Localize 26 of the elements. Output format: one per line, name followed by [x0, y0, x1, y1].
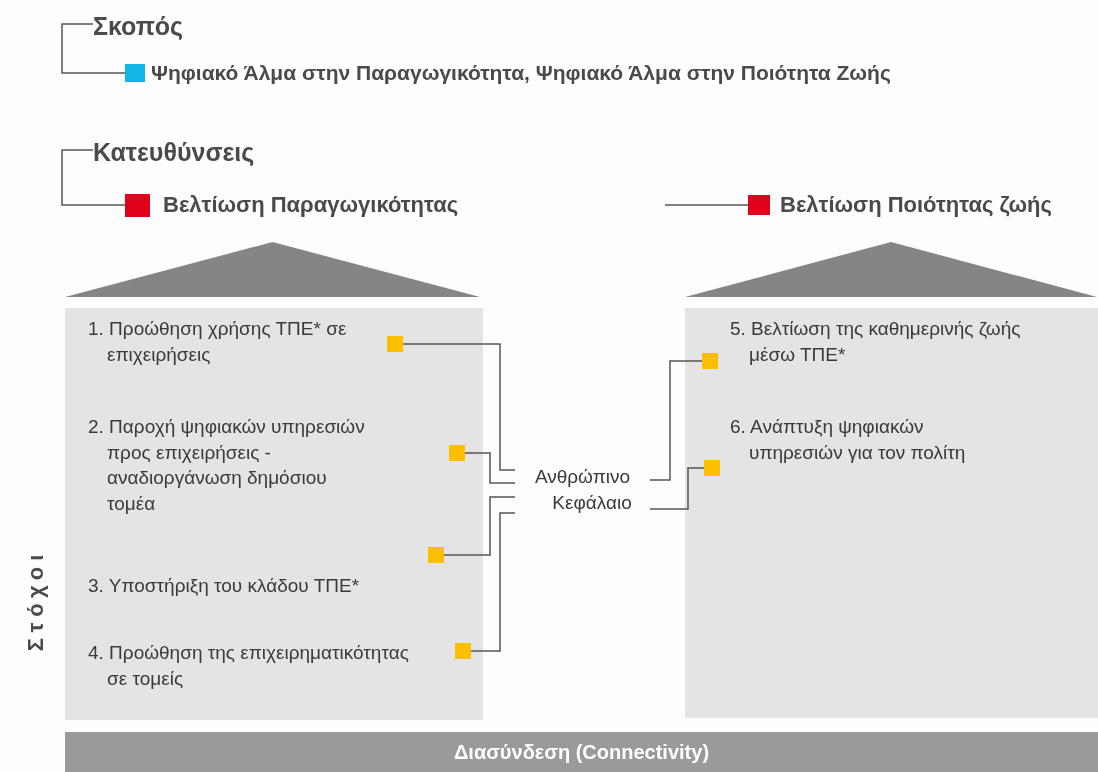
- bracket-line: [61, 23, 126, 74]
- goals-panel: [65, 308, 483, 720]
- objective-text: 4. Προώθηση της επιχειρηματικότητας σε τομείς: [88, 641, 410, 691]
- objective-text: 2. Παροχή ψηφιακών υπηρεσιών προς επιχειρήσεις - αναδιοργάνωση δημόσιου τομέα: [88, 415, 366, 516]
- foundation-bar: [65, 732, 1098, 772]
- axis-label: Στόχοι: [23, 548, 49, 652]
- goal-text: Ψηφιακό Άλμα στην Παραγωγικότητα, Ψηφιακό Άλμα στην Ποιότητα Ζωής: [151, 61, 891, 85]
- connector-line: [649, 353, 719, 481]
- connector-line: [454, 512, 516, 659]
- bracket-line: [664, 204, 749, 206]
- connector-line: [448, 445, 516, 484]
- objective-text: 3. Υποστήριξη του κλάδου ΤΠΕ*: [88, 574, 361, 598]
- goals-panel: [685, 308, 1098, 718]
- connector-line: [386, 336, 516, 471]
- section-heading: Κατευθύνσεις: [93, 138, 256, 167]
- connector-line: [427, 496, 516, 563]
- objective-text: 6. Ανάπτυξη ψηφιακών υπηρεσιών για τον πολίτη: [730, 415, 967, 465]
- bar-label: Διασύνδεση (Connectivity): [453, 740, 710, 764]
- bracket-line: [61, 149, 126, 206]
- section-heading: Σκοπός: [93, 12, 185, 41]
- objective-text: 5. Βελτίωση της καθημερινής ζωής μέσω ΤΠΕ*: [730, 317, 1022, 367]
- direction-text: Βελτίωση Ποιότητας ζωής: [780, 192, 1052, 218]
- hub-text: Ανθρώπινο Κεφάλαιο: [533, 465, 633, 515]
- direction-text: Βελτίωση Παραγωγικότητας: [163, 192, 459, 218]
- objective-text: 1. Προώθηση χρήσης ΤΠΕ* σε επιχειρήσεις: [88, 317, 348, 367]
- connector-line: [649, 460, 721, 510]
